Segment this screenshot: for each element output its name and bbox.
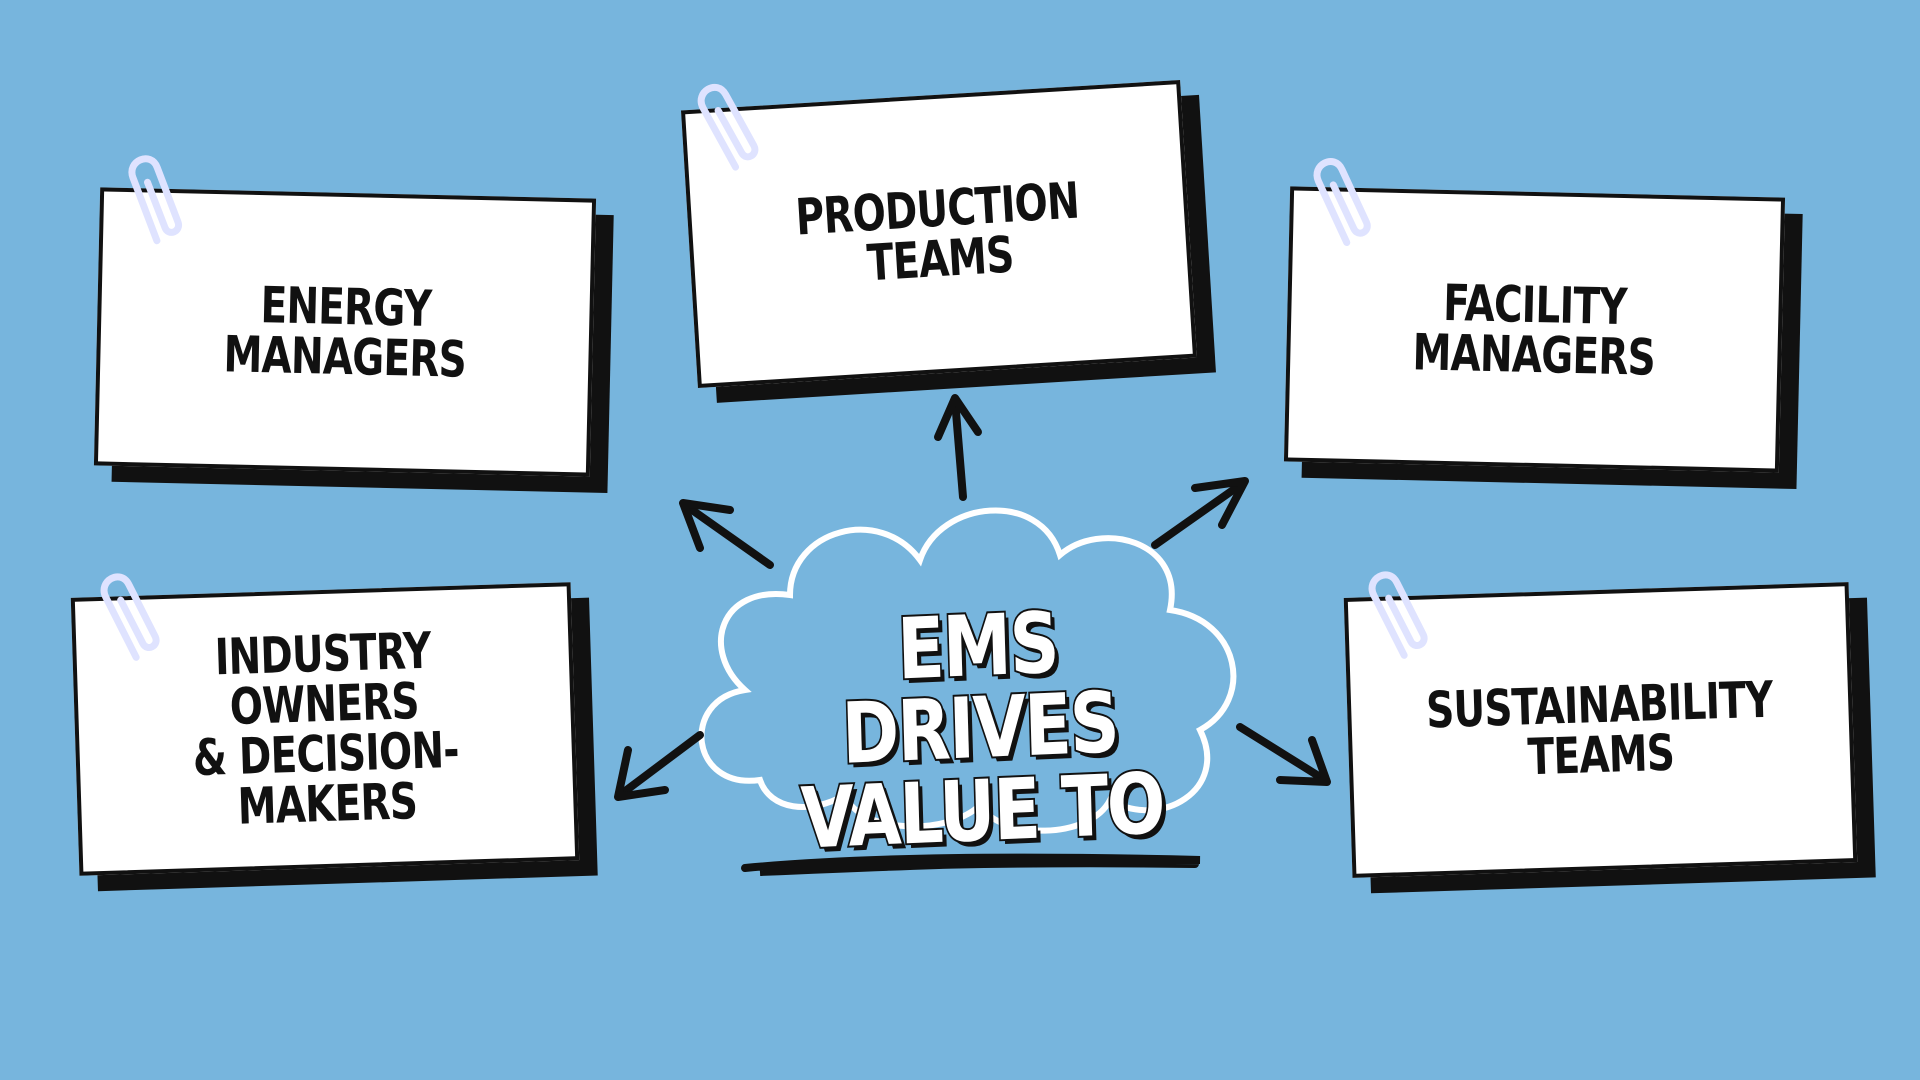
card-label-energy-managers: ENERGY MANAGERS	[222, 276, 467, 389]
paperclip-icon	[1313, 158, 1371, 247]
paperclip-icon	[697, 84, 759, 171]
card-label-sustainability-teams: SUSTAINABILITY TEAMS	[1425, 670, 1774, 787]
cloud-shape	[698, 507, 1237, 834]
paperclip-icon	[100, 573, 160, 661]
arrow-to-facility-managers	[1151, 477, 1249, 549]
card-label-industry-owners: INDUSTRY OWNERS & DECISION- MAKERS	[192, 621, 460, 836]
arrow-to-energy-managers	[679, 499, 774, 569]
card-label-production-teams: PRODUCTION TEAMS	[794, 171, 1081, 293]
paperclip-icon	[128, 155, 183, 245]
center-title: EMS DRIVES VALUE TO	[798, 592, 1167, 869]
card-label-facility-managers: FACILITY MANAGERS	[1412, 273, 1656, 387]
paperclip-icon	[1368, 571, 1428, 659]
arrow-to-production-teams	[934, 394, 982, 501]
arrow-to-industry-owners	[614, 731, 704, 801]
arrow-to-sustainability-teams	[1236, 723, 1331, 786]
underline-scribble	[741, 853, 1201, 876]
